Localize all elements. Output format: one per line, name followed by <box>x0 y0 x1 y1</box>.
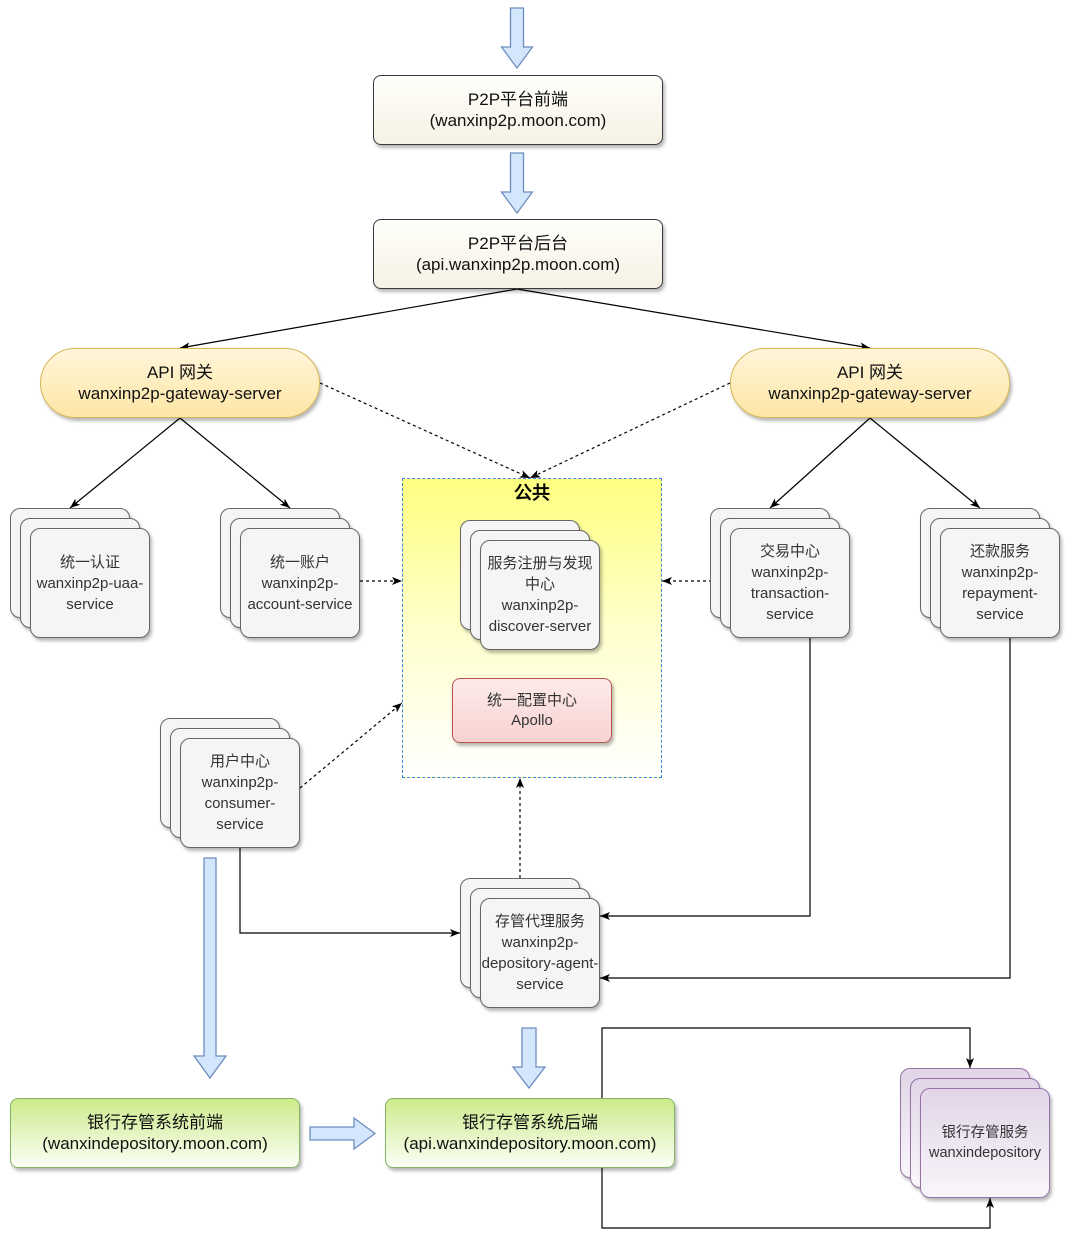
edge-gateway-right-to-repayment <box>869 417 981 509</box>
edge-consumer-to-common <box>299 702 403 789</box>
depository-agent-id-line-1: wanxinp2p- <box>501 934 579 951</box>
depository-agent-id-line-3: service <box>516 976 564 993</box>
consumer-service-id-line-3: service <box>216 816 264 833</box>
bank-backend-domain: (api.wanxindepository.moon.com) <box>403 1134 657 1153</box>
repayment-service-id-line-1: wanxinp2p- <box>961 564 1039 581</box>
uaa-service-card: 统一认证 wanxinp2p-uaa- service <box>30 528 150 638</box>
gateway-left-service-id: wanxinp2p-gateway-server <box>78 384 282 403</box>
bank-service-stack: 银行存管服务 wanxindepository <box>900 1068 1050 1198</box>
p2p-frontend-title: P2P平台前端 <box>467 90 569 109</box>
transaction-service-id-line-2: transaction- <box>750 585 830 602</box>
edge-gateway-left-to-account <box>179 417 291 509</box>
repayment-service-id-line-2: repayment- <box>962 585 1038 602</box>
repayment-service-id-line-3: service <box>976 606 1024 623</box>
repayment-service-stack: 还款服务 wanxinp2p- repayment- service <box>920 508 1060 638</box>
block-arrow-frontend-to-backend <box>500 152 534 215</box>
depository-agent-id-line-2: depository-agent- <box>481 955 599 972</box>
uaa-service-id-line-1: wanxinp2p-uaa- <box>36 574 144 592</box>
edge-backend-to-gateway-left <box>179 288 518 351</box>
block-arrow-bank-frontend-to-backend <box>309 1116 377 1151</box>
p2p-backend-title: P2P平台后台 <box>467 234 569 253</box>
p2p-backend-box: P2P平台后台 (api.wanxinp2p.moon.com) <box>373 219 663 289</box>
account-service-card: 统一账户 wanxinp2p- account-service <box>240 528 360 638</box>
block-arrow-consumer-to-bank-frontend <box>192 857 228 1080</box>
consumer-service-card: 用户中心 wanxinp2p- consumer- service <box>180 738 300 848</box>
transaction-service-name: 交易中心 <box>759 543 820 560</box>
discover-server-id-line-1: wanxinp2p- <box>501 597 579 614</box>
bank-service-name: 银行存管服务 <box>941 1125 1029 1141</box>
transaction-service-id-line-3: service <box>766 606 814 623</box>
depository-agent-name: 存管代理服务 <box>494 913 585 930</box>
discover-server-stack: 服务注册与发现 中心 wanxinp2p- discover-server <box>460 520 600 650</box>
edge-gateway-right-to-transaction <box>769 417 871 509</box>
account-service-id-line-2: account-service <box>247 595 353 613</box>
bank-service-id: wanxindepository <box>928 1145 1042 1161</box>
discover-server-name-line-1: 服务注册与发现 <box>487 555 593 572</box>
gateway-right-service-id: wanxinp2p-gateway-server <box>768 384 972 403</box>
repayment-service-name: 还款服务 <box>969 543 1030 560</box>
common-group-container: 公共 服务注册与发现 中心 wanxinp2p- discover-server… <box>402 478 662 778</box>
bank-frontend-box: 银行存管系统前端 (wanxindepository.moon.com) <box>10 1098 300 1168</box>
discover-server-id-line-2: discover-server <box>488 618 592 635</box>
bank-frontend-title: 银行存管系统前端 <box>87 1113 223 1132</box>
edge-bank-backend-to-bank-service-top <box>601 1027 974 1098</box>
config-center-name: 统一配置中心 <box>486 691 577 709</box>
api-gateway-right: API 网关 wanxinp2p-gateway-server <box>730 348 1010 418</box>
gateway-right-title: API 网关 <box>836 363 904 382</box>
api-gateway-left: API 网关 wanxinp2p-gateway-server <box>40 348 320 418</box>
consumer-service-id-line-2: consumer- <box>204 795 276 812</box>
block-arrow-into-p2p-frontend <box>500 7 534 70</box>
bank-backend-title: 银行存管系统后端 <box>462 1113 598 1132</box>
config-center-box: 统一配置中心 Apollo <box>452 678 612 743</box>
transaction-service-card: 交易中心 wanxinp2p- transaction- service <box>730 528 850 638</box>
edge-gateway-right-to-common <box>529 382 731 479</box>
edge-gateway-left-to-common <box>319 382 531 479</box>
block-arrow-agent-to-bank-backend <box>511 1027 547 1090</box>
consumer-service-name: 用户中心 <box>209 753 270 770</box>
edge-backend-to-gateway-right <box>516 288 871 351</box>
edge-repayment-to-agent <box>600 638 1011 982</box>
config-center-product: Apollo <box>511 711 553 729</box>
uaa-service-stack: 统一认证 wanxinp2p-uaa- service <box>10 508 150 638</box>
account-service-name: 统一账户 <box>269 553 330 571</box>
account-service-id-line-1: wanxinp2p- <box>261 574 339 592</box>
uaa-service-name: 统一认证 <box>59 553 120 571</box>
edge-consumer-to-agent <box>239 848 460 937</box>
edge-gateway-left-to-uaa <box>69 417 181 509</box>
p2p-frontend-domain: (wanxinp2p.moon.com) <box>429 111 607 130</box>
bank-frontend-domain: (wanxindepository.moon.com) <box>42 1134 268 1153</box>
uaa-service-id-line-2: service <box>66 595 114 613</box>
depository-agent-service-stack: 存管代理服务 wanxinp2p- depository-agent- serv… <box>460 878 600 1008</box>
bank-backend-box: 银行存管系统后端 (api.wanxindepository.moon.com) <box>385 1098 675 1168</box>
p2p-backend-domain: (api.wanxinp2p.moon.com) <box>415 255 621 274</box>
common-group-title: 公共 <box>514 483 550 503</box>
bank-service-card: 银行存管服务 wanxindepository <box>920 1088 1050 1198</box>
repayment-service-card: 还款服务 wanxinp2p- repayment- service <box>940 528 1060 638</box>
discover-server-card: 服务注册与发现 中心 wanxinp2p- discover-server <box>480 540 600 650</box>
consumer-service-stack: 用户中心 wanxinp2p- consumer- service <box>160 718 300 848</box>
account-service-stack: 统一账户 wanxinp2p- account-service <box>220 508 360 638</box>
p2p-frontend-box: P2P平台前端 (wanxinp2p.moon.com) <box>373 75 663 145</box>
discover-server-name-line-2: 中心 <box>524 576 555 593</box>
depository-agent-card: 存管代理服务 wanxinp2p- depository-agent- serv… <box>480 898 600 1008</box>
edge-transaction-to-agent <box>600 638 811 920</box>
transaction-service-id-line-1: wanxinp2p- <box>751 564 829 581</box>
transaction-service-stack: 交易中心 wanxinp2p- transaction- service <box>710 508 850 638</box>
edge-bank-backend-to-bank-service-bottom <box>601 1168 994 1229</box>
gateway-left-title: API 网关 <box>146 363 214 382</box>
consumer-service-id-line-1: wanxinp2p- <box>201 774 279 791</box>
